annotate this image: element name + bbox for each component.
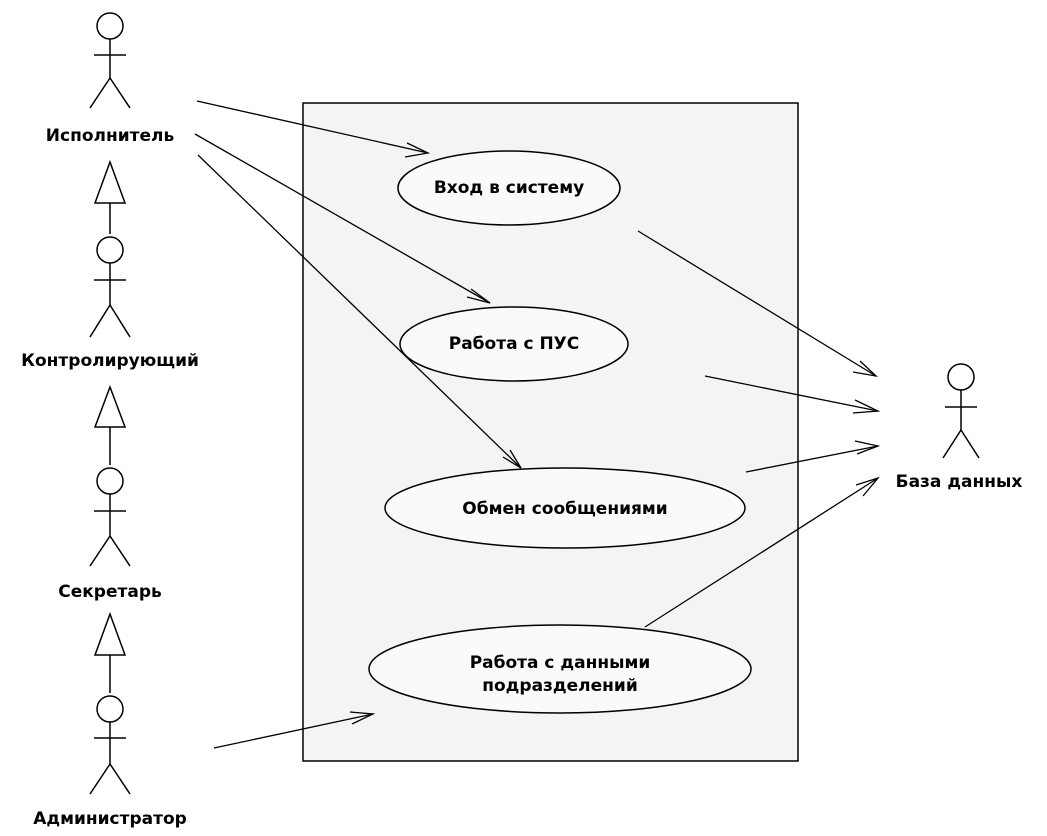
use-case-departments-label-line2: подразделений — [482, 676, 638, 696]
actor-controller-label: Контролирующий — [21, 351, 199, 371]
use-case-messaging-label: Обмен сообщениями — [462, 499, 668, 519]
actor-performer-label: Исполнитель — [45, 126, 175, 146]
use-case-messaging — [384, 467, 746, 549]
actor-database-figure — [942, 363, 980, 459]
actor-controller-figure — [89, 236, 131, 338]
actor-secretary-figure — [89, 467, 131, 567]
generalization-secretary-to-controller — [93, 384, 127, 465]
use-case-departments — [368, 624, 752, 714]
association-administrator-departments — [213, 711, 376, 749]
association-pus-database — [704, 375, 881, 414]
association-performer-messaging — [197, 154, 522, 469]
association-performer-login — [196, 100, 431, 158]
use-case-departments-label-line1: Работа с данными — [469, 653, 651, 673]
use-case-pus — [399, 306, 629, 382]
actor-performer-figure — [89, 12, 131, 109]
actor-administrator-label: Администратор — [33, 809, 187, 829]
actor-database-label: База данных — [895, 472, 1023, 492]
generalization-controller-to-performer — [93, 159, 127, 234]
actor-administrator-figure — [89, 695, 131, 795]
association-performer-pus — [194, 133, 491, 304]
use-case-login — [397, 150, 621, 226]
actor-secretary-label: Секретарь — [58, 582, 162, 602]
association-login-database — [637, 230, 879, 378]
use-case-pus-label: Работа с ПУС — [448, 334, 580, 354]
generalization-administrator-to-secretary — [93, 611, 127, 693]
association-messaging-database — [745, 440, 881, 473]
association-departments-database — [644, 476, 880, 628]
use-case-login-label: Вход в систему — [433, 178, 585, 198]
